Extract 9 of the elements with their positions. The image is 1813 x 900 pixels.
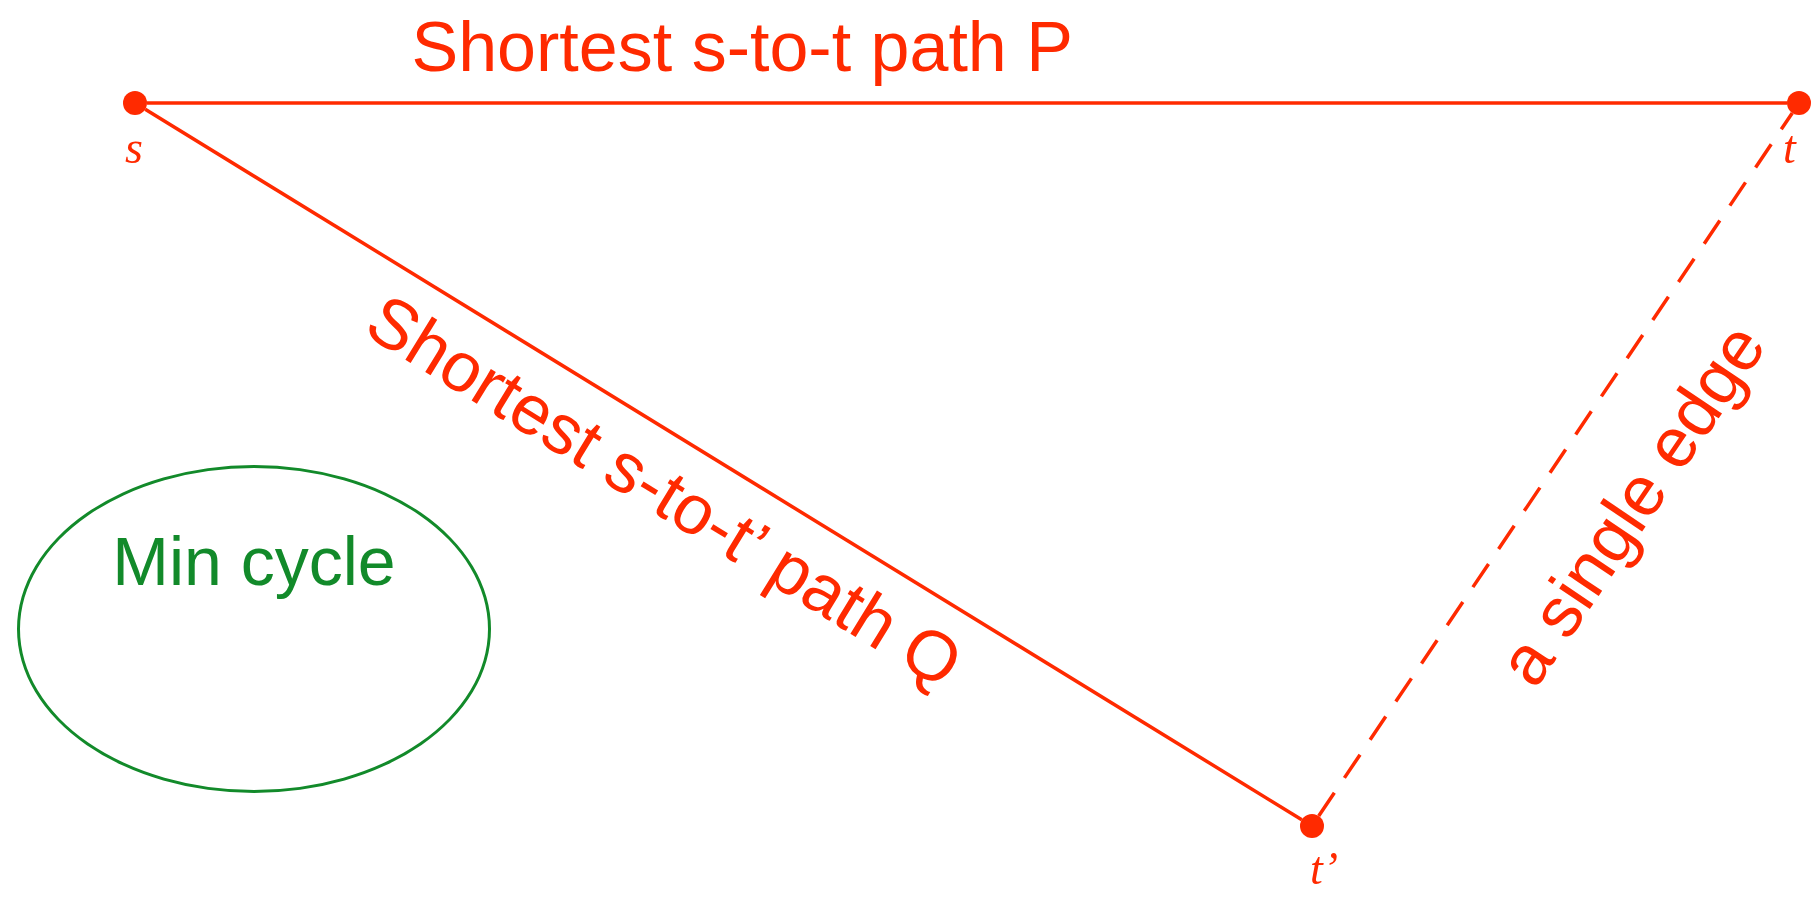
- line: [147, 101, 1787, 105]
- vertex-dot: [123, 91, 147, 115]
- line: [144, 107, 1303, 822]
- vertex-label: t’: [1310, 846, 1339, 892]
- vertex-label: t: [1783, 125, 1796, 171]
- vertex-label: s: [125, 125, 143, 171]
- vertex-dot: [1787, 91, 1811, 115]
- vertex-dot: [1300, 814, 1324, 838]
- dashed-line: [1317, 111, 1794, 818]
